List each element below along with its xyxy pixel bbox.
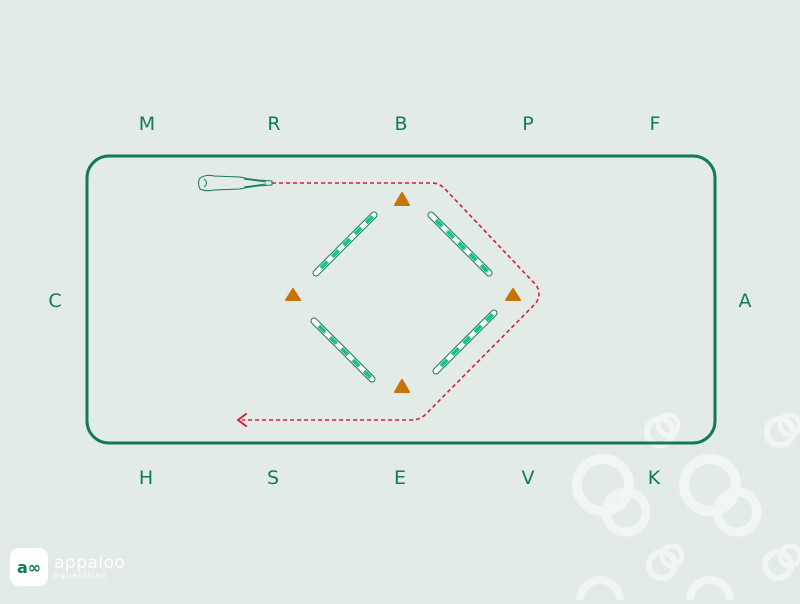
pole-bottom-left — [310, 317, 376, 383]
arena-letter-h: H — [138, 467, 154, 489]
arena-letter-k: K — [647, 467, 661, 489]
pole-bottom-right — [432, 309, 498, 375]
logo-tagline: equestrian — [54, 570, 107, 580]
logo-badge-icon: a∞ — [10, 548, 48, 586]
arena-letter-m: M — [138, 113, 156, 135]
pole-top-right — [427, 211, 493, 277]
arena-letter-c: C — [48, 290, 62, 312]
route-path — [242, 182, 540, 421]
arena-border — [85, 154, 717, 445]
route-arrow-icon — [237, 413, 247, 427]
arena-letter-p: P — [522, 113, 534, 135]
arena-letter-b: B — [394, 113, 408, 135]
brand-logo: a∞ appaloo equestrian — [10, 548, 125, 586]
arena-letter-a: A — [738, 290, 752, 312]
cone-icon-top — [394, 192, 410, 206]
pole-top-left — [312, 211, 378, 277]
logo-name: appaloo — [54, 552, 126, 573]
cone-icon-left — [285, 288, 301, 301]
logo-text: appaloo equestrian — [54, 552, 126, 580]
arena-letter-f: F — [649, 113, 661, 135]
arena-letter-r: R — [267, 113, 281, 135]
cone-icon-right — [505, 288, 521, 301]
arena-letter-s: S — [266, 467, 280, 489]
arena-letter-v: V — [521, 467, 535, 489]
horse-top-view-icon — [198, 174, 273, 192]
arena-letter-e: E — [393, 467, 406, 489]
cone-icon-bottom — [394, 379, 410, 393]
